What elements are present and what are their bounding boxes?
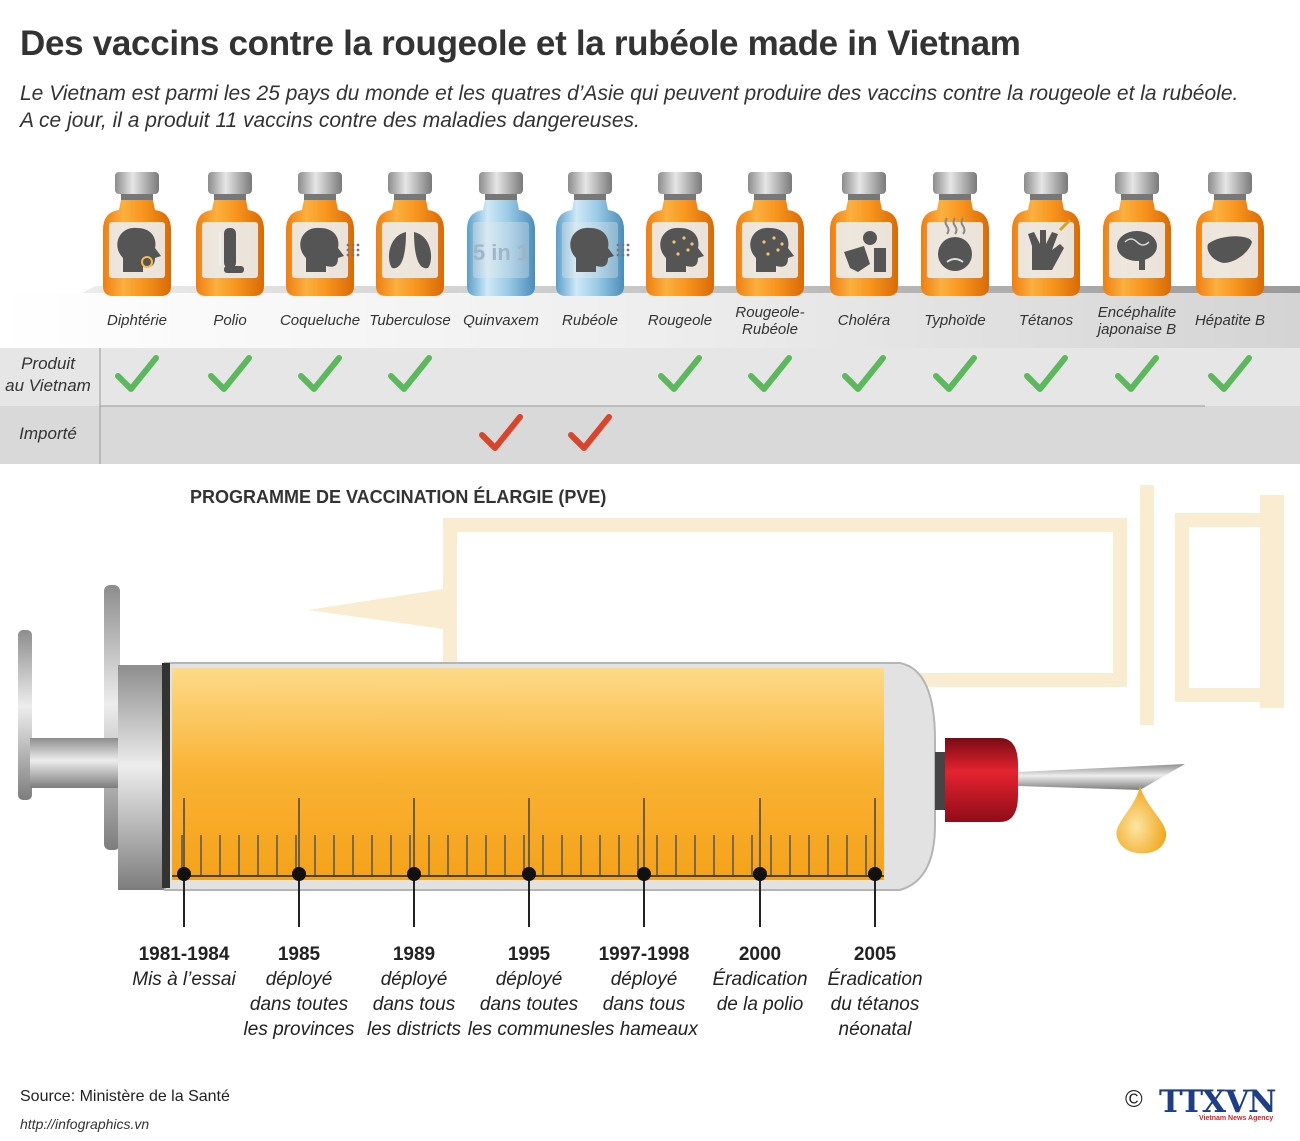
logo-brand: TTXVN — [1159, 1084, 1276, 1120]
vaccine-vial — [196, 172, 264, 296]
produced-check-icon — [115, 355, 159, 392]
ttxvn-logo: © TTXVN Vietnam News Agency — [1125, 1084, 1285, 1124]
vaccine-vial — [921, 172, 989, 296]
vaccine-vial — [646, 172, 714, 296]
vaccine-label: Diphtérie — [106, 312, 168, 329]
milestone-year: 1995 — [507, 944, 551, 965]
vaccine-label: Choléra — [837, 312, 891, 329]
spotted-face-icon — [750, 227, 794, 272]
syringe-illustration — [18, 485, 1284, 927]
vaccine-vial — [1196, 172, 1264, 296]
milestone-year: 2000 — [738, 944, 782, 965]
vaccine-vial — [1012, 172, 1080, 296]
leg-brace-icon — [219, 228, 244, 273]
row-label-imported-text: Importé — [19, 424, 77, 443]
vaccine-label: Typhoïde — [924, 312, 986, 329]
lungs-icon — [388, 232, 432, 269]
timeline-milestone: 1985 déployé dans toutes les provinces — [224, 942, 374, 1042]
produced-check-icon — [748, 355, 792, 392]
milestone-year: 1981-1984 — [138, 944, 230, 965]
milestone-year: 1997-1998 — [598, 944, 690, 965]
vaccine-label: Tuberculose — [369, 312, 451, 329]
milestone-dot — [753, 867, 767, 881]
milestone-description: déployé dans toutes les communes — [467, 969, 591, 1040]
milestone-dot — [177, 867, 191, 881]
five-in-one-text: 5 in 1 — [473, 240, 529, 265]
liver-icon — [1207, 236, 1252, 263]
vaccine-label: Polio — [213, 312, 247, 329]
imported-check-icon — [479, 414, 523, 451]
milestone-description: Mis à l’essai — [132, 969, 236, 990]
vaccine-vial — [103, 172, 171, 296]
timeline-milestone: 1995 déployé dans toutes les communes — [454, 942, 604, 1042]
vomit-icon — [844, 231, 886, 272]
sneeze-icon — [570, 227, 630, 272]
vaccine-label: Tétanos — [1018, 312, 1074, 329]
vaccine-label: Quinvaxem — [463, 312, 539, 329]
row-label-produced: Produit au Vietnam — [0, 353, 96, 397]
produced-check-icon — [1208, 355, 1252, 392]
milestone-dot — [868, 867, 882, 881]
milestone-dot — [407, 867, 421, 881]
source-note: Source: Ministère de la Santé — [20, 1088, 230, 1105]
throat-icon — [117, 227, 161, 272]
vaccine-label: Coqueluche — [279, 312, 361, 329]
produced-check-icon — [933, 355, 977, 392]
brain-icon — [1117, 231, 1157, 270]
produced-check-icon — [208, 355, 252, 392]
vaccine-vial: 5 in 1 — [467, 172, 535, 296]
produced-check-icon — [1024, 355, 1068, 392]
produced-check-icon — [388, 355, 432, 392]
wounded-hand-icon — [1028, 218, 1072, 270]
milestone-year: 1989 — [392, 944, 436, 965]
spotted-face-icon — [660, 227, 704, 272]
vaccine-vial — [376, 172, 444, 296]
timeline-milestone: 1989 déployé dans tous les districts — [339, 942, 489, 1042]
vaccine-label: Rubéole — [562, 312, 618, 329]
imported-check-icon — [568, 414, 612, 451]
milestone-dot — [637, 867, 651, 881]
vaccine-label: Hépatite B — [1194, 312, 1266, 329]
subtitle-line-2: A ce jour, il a produit 11 vaccins contr… — [20, 109, 640, 132]
milestone-description: Éradication de la polio — [712, 969, 808, 1015]
vaccine-label: Rougeole — [647, 312, 713, 329]
vaccine-label: Rougeole- Rubéole — [735, 304, 805, 338]
row-label-imported: Importé — [0, 423, 96, 445]
milestone-year: 1985 — [277, 944, 321, 965]
timeline-milestone: 1997-1998 déployé dans tous les hameaux — [569, 942, 719, 1042]
milestone-description: Éradication du tétanos néonatal — [827, 969, 923, 1040]
milestone-year: 2005 — [853, 944, 897, 965]
logo-agency: Vietnam News Agency — [1199, 1115, 1274, 1122]
milestone-dot — [292, 867, 306, 881]
source-url[interactable]: http://infographics.vn — [20, 1116, 150, 1132]
milestone-description: déployé dans tous les hameaux — [590, 969, 698, 1040]
produced-check-icon — [1115, 355, 1159, 392]
page-title: Des vaccins contre la rougeole et la rub… — [20, 24, 1021, 63]
produced-check-icon — [658, 355, 702, 392]
vaccine-vial — [736, 172, 804, 296]
vaccine-vials: 5 in 1 — [0, 172, 1300, 464]
milestone-dot — [522, 867, 536, 881]
subtitle: Le Vietnam est parmi les 25 pays du mond… — [20, 80, 1290, 134]
pve-title: PROGRAMME DE VACCINATION ÉLARGIE (PVE) — [190, 487, 607, 507]
milestone-description: déployé dans toutes les provinces — [243, 969, 355, 1040]
fever-face-icon — [938, 217, 972, 271]
subtitle-line-1: Le Vietnam est parmi les 25 pays du mond… — [20, 82, 1239, 105]
milestone-description: déployé dans tous les districts — [367, 969, 461, 1040]
vaccine-label: Encéphalite japonaise B — [1097, 304, 1177, 338]
produced-check-icon — [298, 355, 342, 392]
copyright-symbol: © — [1125, 1086, 1143, 1113]
vaccine-vial — [286, 172, 360, 296]
produced-check-icon — [842, 355, 886, 392]
vaccine-vial — [830, 172, 898, 296]
vaccine-vial — [556, 172, 630, 296]
cough-icon — [300, 227, 360, 272]
row-label-produced-text: Produit au Vietnam — [5, 354, 91, 395]
vaccine-vial — [1103, 172, 1171, 296]
